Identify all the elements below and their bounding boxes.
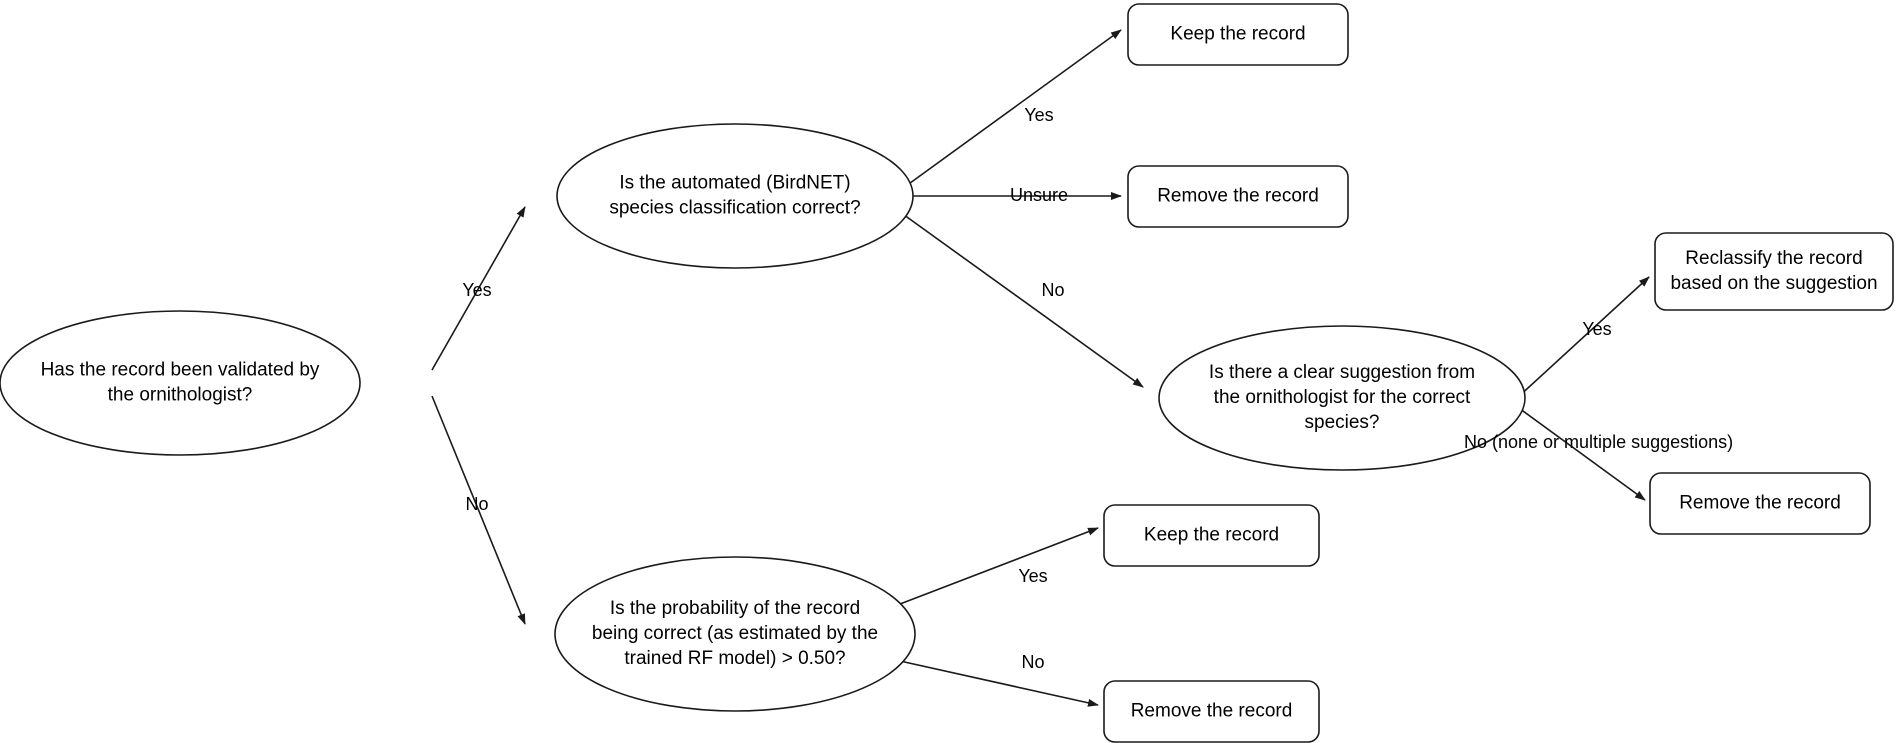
node-keep-top[interactable]: Keep the record [1127,3,1349,66]
node-label-birdnet-line-1: species classification correct? [609,198,860,219]
edge-label-birdnet-unsure: Unsure [1010,185,1068,205]
node-shape-rect-keep-rf [1103,504,1320,567]
node-shape-rect-remove-rf [1103,680,1320,743]
edge-rf-no [899,660,1099,707]
node-label-suggestion-line-2: species? [1305,412,1380,433]
node-shape-ellipse-root [0,310,361,456]
edge-rf-yes [899,527,1099,605]
node-label-suggestion-line-1: the ornithologist for the correct [1214,387,1471,408]
node-shape-rect-reclassify [1654,232,1894,311]
edge-label-birdnet-no: No [1041,280,1064,300]
edge-label-root-yes: Yes [462,280,491,300]
node-keep-rf[interactable]: Keep the record [1103,504,1320,567]
node-shape-ellipse-suggestion [1158,325,1526,471]
node-label-remove-unsure-line-0: Remove the record [1157,186,1319,207]
node-label-keep-rf-line-0: Keep the record [1144,525,1279,546]
node-label-reclassify-line-0: Reclassify the record [1685,248,1862,269]
node-shape-ellipse-rf [554,556,916,712]
node-label-rf-line-1: being correct (as estimated by the [592,623,878,644]
edge-root-yes [431,206,526,371]
nodes-layer: Has the record been validated by the orni… [0,3,1894,743]
node-label-root-line-0: Has the record been validated by [41,360,320,381]
edge-label-root-no: No [465,494,488,514]
node-root[interactable]: Has the record been validated by the orni… [0,310,361,456]
node-label-remove-nosugg-line-0: Remove the record [1679,493,1841,514]
edge-label-rf-no: No [1021,652,1044,672]
node-label-remove-rf-line-0: Remove the record [1131,701,1293,722]
node-remove-rf[interactable]: Remove the record [1103,680,1320,743]
edge-label-birdnet-yes: Yes [1024,105,1053,125]
node-rf[interactable]: Is the probability of the record being co… [554,556,916,712]
node-label-rf-line-0: Is the probability of the record [610,598,860,619]
node-label-birdnet-line-0: Is the automated (BirdNET) [619,173,850,194]
node-label-reclassify-line-1: based on the suggestion [1670,273,1877,294]
node-label-root-line-1: the ornithologist? [108,385,253,406]
node-remove-unsure[interactable]: Remove the record [1127,165,1349,228]
edge-label-suggestion-no: No (none or multiple suggestions) [1464,432,1733,452]
node-shape-rect-remove-unsure [1127,165,1349,228]
node-reclassify[interactable]: Reclassify the record based on the sugges… [1654,232,1894,311]
node-label-suggestion-line-0: Is there a clear suggestion from [1209,362,1475,383]
edge-label-rf-yes: Yes [1018,566,1047,586]
node-shape-rect-keep-top [1127,3,1349,66]
node-shape-ellipse-birdnet [556,123,914,269]
node-suggestion[interactable]: Is there a clear suggestion from the orni… [1158,325,1526,471]
node-label-rf-line-2: trained RF model) > 0.50? [624,648,845,669]
node-label-keep-top-line-0: Keep the record [1170,24,1305,45]
edge-label-suggestion-yes: Yes [1582,319,1611,339]
edge-root-no [431,395,526,625]
edge-birdnet-yes [905,29,1122,187]
node-shape-rect-remove-nosugg [1649,472,1871,535]
node-birdnet[interactable]: Is the automated (BirdNET) species classi… [556,123,914,269]
node-remove-nosugg[interactable]: Remove the record [1649,472,1871,535]
edge-birdnet-no [899,211,1144,388]
